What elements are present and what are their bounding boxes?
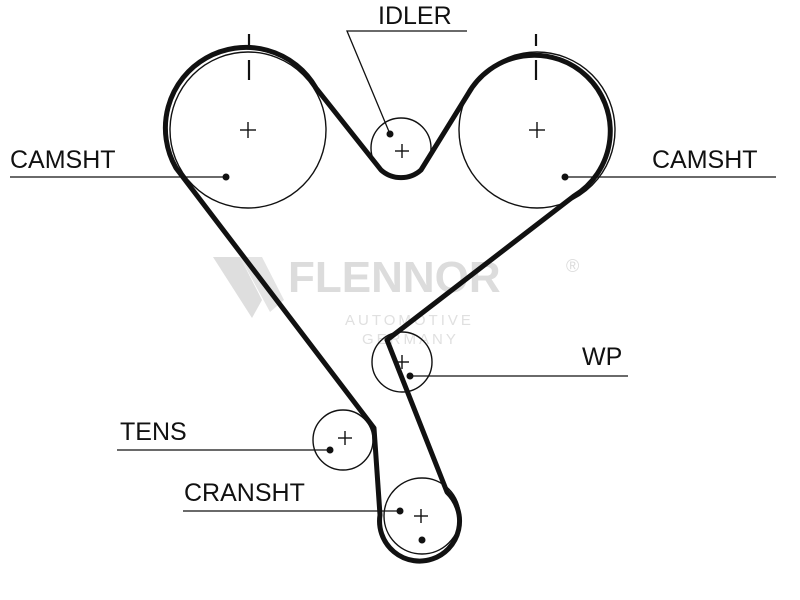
tensioner-center-icon — [338, 431, 352, 445]
watermark-registered: ® — [566, 256, 579, 276]
camshaft-right-label: CAMSHT — [652, 146, 758, 174]
tensioner-label: TENS — [120, 418, 187, 446]
tensioner-pulley — [312, 409, 374, 471]
water-pump-center-icon — [395, 355, 409, 369]
crankshaft-label: CRANSHT — [184, 479, 305, 507]
water-pump-label: WP — [582, 343, 622, 371]
camshaft-right-center-icon — [529, 122, 545, 138]
camshaft-left-pulley — [169, 51, 327, 209]
timing-belt — [162, 44, 613, 564]
camshaft-left-center-icon — [240, 122, 256, 138]
camshaft-left-label: CAMSHT — [10, 146, 116, 174]
water-pump-pulley — [371, 331, 433, 393]
watermark-line2: GERMANY — [362, 331, 459, 348]
watermark-line1: AUTOMOTIVE — [345, 312, 474, 329]
crankshaft-center-icon — [414, 509, 428, 523]
idler-center-icon — [395, 144, 409, 158]
idler-leader — [346, 30, 467, 135]
flennor-logo-icon — [213, 257, 262, 318]
camshaft-right-pulley — [458, 51, 616, 209]
idler-label: IDLER — [378, 2, 452, 30]
crankshaft-bottom-dot — [418, 536, 426, 544]
